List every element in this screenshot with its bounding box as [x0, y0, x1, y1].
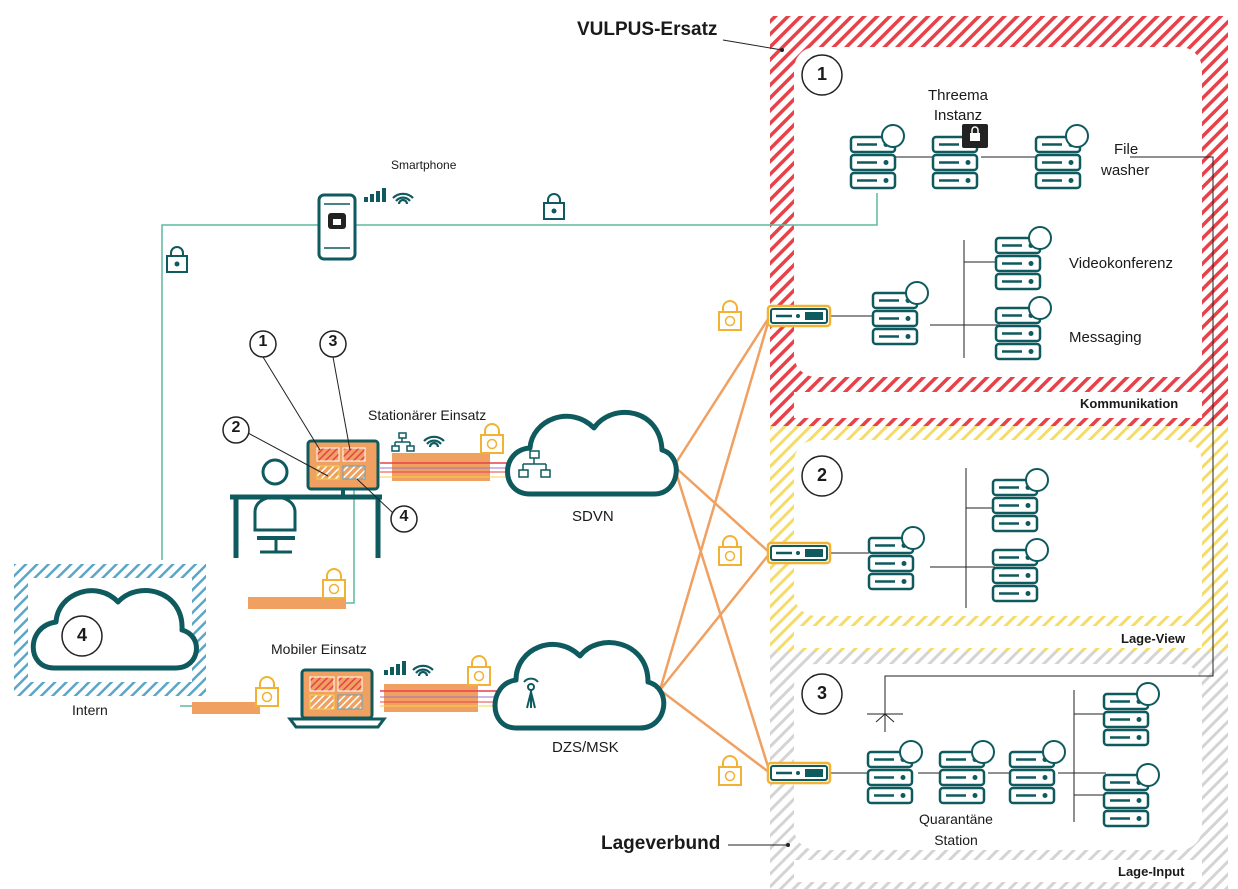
zone-lage-view [770, 426, 1228, 652]
zone-number-text-3: 3 [816, 683, 827, 703]
lock-icon-lage-input [718, 755, 742, 786]
callout-2: 2 [231, 419, 241, 436]
zone-number-text-1: 1 [816, 64, 827, 84]
wifi-icon-stationaer [423, 435, 445, 448]
videokonferenz-label: Videokonferenz [1069, 255, 1173, 272]
callout-1: 1 [258, 333, 268, 350]
tunnel-mobil [380, 684, 500, 712]
firewall-lage-view [766, 541, 832, 565]
zone-number-2 [801, 455, 843, 497]
mobile-laptop [287, 668, 387, 729]
callouts [61, 54, 843, 715]
signal-icon-mobil [384, 661, 406, 675]
signal-icon-smartphone [364, 188, 386, 202]
stationary-network-icon [391, 432, 415, 452]
sdvn-label: SDVN [572, 508, 614, 525]
file-washer-link [884, 156, 1214, 710]
smartphone-device [317, 193, 357, 261]
threema-label-line2: Instanz [933, 107, 983, 124]
connections [161, 39, 1214, 847]
lageverbund-title: Lageverbund [601, 833, 721, 854]
smartphone-label: Smartphone [391, 158, 457, 172]
tunnel-intern-mobil [192, 702, 260, 714]
stationaer-label: Stationärer Einsatz [368, 407, 487, 423]
callout-4: 4 [399, 508, 409, 525]
vulpus-pointer [722, 39, 783, 51]
dzs-label: DZS/MSK [552, 739, 619, 756]
firewall-kommunikation [766, 304, 832, 328]
intern-label: Intern [72, 702, 108, 718]
zone-number-1 [801, 54, 843, 96]
file-washer-label-line1: File [1114, 141, 1139, 158]
cloud-dzs [492, 640, 667, 731]
zone-number-text-4: 4 [76, 625, 87, 645]
quarantaene-label-line1: Quarantäne [919, 811, 993, 827]
lock-icon-intern-link [166, 246, 188, 273]
lock-icon-mobil [467, 655, 491, 686]
lock-icon-intern-station [322, 568, 346, 599]
network-icon [518, 450, 551, 478]
zone-number-text-2: 2 [816, 465, 827, 485]
vulpus-title: VULPUS-Ersatz [577, 19, 718, 40]
threema-label-line1: Threema [927, 87, 989, 104]
zone-number-3 [801, 673, 843, 715]
lock-icon-smartphone-link [543, 193, 565, 220]
wifi-icon-smartphone [392, 192, 414, 205]
file-washer-label-line2: washer [1101, 162, 1150, 179]
lock-icon-stationaer [480, 423, 504, 454]
tunnels [192, 453, 514, 714]
wifi-icon-mobil [412, 664, 434, 677]
firewall-lage-input [766, 761, 832, 785]
zone-label-lage-input: Lage-Input [1118, 864, 1185, 879]
zone-number-4 [61, 615, 103, 657]
messaging-label: Messaging [1069, 329, 1142, 346]
lock-icon-lage-view [718, 535, 742, 566]
smartphone-link [161, 193, 878, 560]
callout-3: 3 [328, 333, 338, 350]
stationary-workstation [230, 439, 382, 558]
tunnel-intern-station [248, 597, 346, 609]
tunnel-stationaer [380, 453, 514, 481]
antenna-icon [523, 677, 539, 709]
mobiler-label: Mobiler Einsatz [271, 641, 367, 657]
quarantaene-label-line2: Station [934, 832, 978, 848]
lock-icon-intern-mobil [255, 676, 279, 707]
zone-label-lage-view: Lage-View [1121, 631, 1186, 646]
zone-label-kommunikation: Kommunikation [1080, 396, 1179, 411]
threema-icon [962, 124, 988, 148]
lock-icon-kommunikation [718, 300, 742, 331]
spider-links [658, 315, 772, 774]
